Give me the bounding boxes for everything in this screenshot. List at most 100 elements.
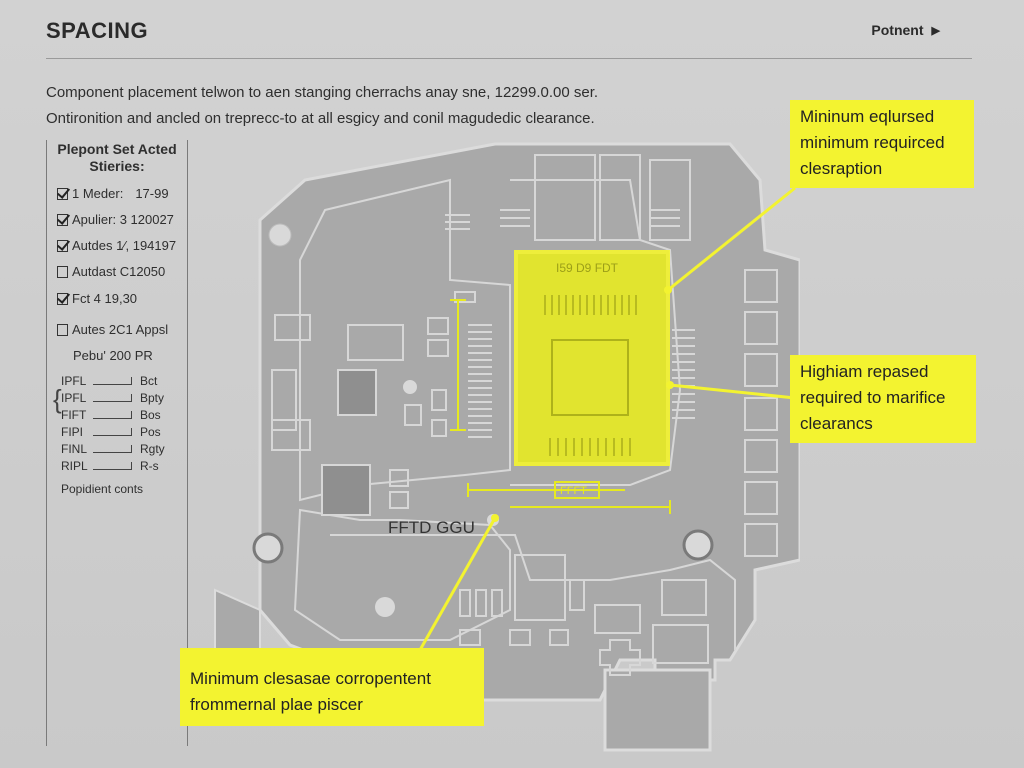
check-item-2[interactable]: Apulier: 3 120027 xyxy=(57,212,174,227)
mounting-hole-icon xyxy=(403,380,417,394)
ref-value: Pos xyxy=(140,424,161,439)
leader-line xyxy=(93,376,132,385)
sidebar-title-line-2: Stieries: xyxy=(89,158,145,174)
description-line-2: Ontironition and ancled on treprecc-to a… xyxy=(46,110,595,127)
ref-name: FIPI xyxy=(61,424,84,439)
page-title: SPACING xyxy=(46,18,149,43)
checkbox-checked-icon[interactable] xyxy=(57,213,68,226)
callout-line: clearancs xyxy=(800,414,873,433)
ref-value: R-s xyxy=(140,458,159,473)
callout-component-clearance: Minimum clesasae corropentent frommernal… xyxy=(180,648,484,726)
callout-line: minimum requirced xyxy=(800,133,945,152)
check-item-6[interactable]: Autes 2C1 Appsl xyxy=(57,322,168,337)
cross-pad xyxy=(599,639,641,676)
list-item: FINL Rgty xyxy=(61,440,181,457)
ref-name: FIFT xyxy=(61,407,87,422)
list-item: RIPL R-s xyxy=(61,457,181,474)
leader-line xyxy=(93,427,132,436)
main-ic-pins xyxy=(544,295,637,456)
dimension-label-box xyxy=(554,481,600,499)
leader-dot xyxy=(666,381,674,389)
check-item-5[interactable]: Fct 4 19,30 xyxy=(57,291,137,306)
checkbox-checked-icon[interactable] xyxy=(57,239,68,252)
trace-outline xyxy=(293,508,511,641)
dimension-label: FFFT xyxy=(560,485,587,497)
description-line-1: Component placement telwon to aen stangi… xyxy=(46,84,599,101)
list-item: IPFL Bpty xyxy=(61,389,181,406)
component-block xyxy=(514,554,566,621)
list-item: IPFL Bct xyxy=(61,372,181,389)
ref-name: RIPL xyxy=(61,458,88,473)
ref-name: IPFL xyxy=(61,390,87,405)
checkbox-unchecked-icon[interactable] xyxy=(57,265,68,278)
mounting-hole-icon xyxy=(375,597,395,617)
component-block xyxy=(652,624,709,664)
leader-line xyxy=(93,461,132,470)
trace-outline xyxy=(510,179,682,486)
check-item-3[interactable]: Autdes 1⁄, 194197 xyxy=(57,238,176,253)
pcb-board-view[interactable]: I59 D9 FDT FFFT FFTD GGU xyxy=(210,140,800,760)
header-divider xyxy=(46,58,972,59)
list-item: FIFT Bos xyxy=(61,406,181,423)
component-block xyxy=(347,324,404,361)
header-block xyxy=(534,154,596,241)
check-item-value: 17-99 xyxy=(135,186,169,201)
callout-line: required to marifice xyxy=(800,388,946,407)
component-block xyxy=(337,369,377,416)
callout-minimum-clearance: Mininum eqlursed minimum requirced clesr… xyxy=(790,100,974,188)
leader-dot xyxy=(664,286,672,294)
checkbox-unchecked-icon[interactable] xyxy=(57,323,68,336)
callout-line: Mininum eqlursed xyxy=(800,107,935,126)
sidebar-sub-label: Pebu' 200 PR xyxy=(73,348,153,363)
brace-icon: { xyxy=(53,384,62,414)
check-item-label: Apulier: 3 120027 xyxy=(72,212,174,227)
check-item-label: 1 Meder: xyxy=(72,186,124,201)
ref-value: Bos xyxy=(140,407,161,422)
sidebar-title-line-1: Plepont Set Acted xyxy=(57,141,177,157)
side-pins xyxy=(672,329,695,419)
component-block xyxy=(594,604,641,634)
header-block xyxy=(649,159,691,241)
reference-list: IPFL Bct IPFL Bpty FIFT Bos FIPI Pos FIN… xyxy=(61,372,181,474)
component-block xyxy=(271,419,311,451)
checkbox-checked-icon[interactable] xyxy=(57,187,68,200)
trace-outline xyxy=(330,534,736,650)
potnent-link[interactable]: Potnent ▶ xyxy=(871,22,940,38)
check-item-1[interactable]: 1 Meder: 17-99 xyxy=(57,186,169,201)
settings-sidebar: Plepont Set Acted Stieries: 1 Meder: 17-… xyxy=(46,140,188,746)
pcb-board-svg: I59 D9 FDT FFFT FFTD GGU xyxy=(214,142,800,752)
ic-pins xyxy=(468,324,492,438)
right-connectors xyxy=(744,269,778,557)
component-block xyxy=(321,464,371,516)
callout-line: clesraption xyxy=(800,159,883,178)
callout-line: frommernal plae piscer xyxy=(190,695,363,714)
mounting-hole-icon xyxy=(252,532,284,564)
sidebar-footer-note: Popidient conts xyxy=(61,482,144,496)
leader-line xyxy=(93,444,132,453)
ref-value: Bpty xyxy=(140,390,165,405)
mounting-hole-icon xyxy=(268,223,292,247)
check-item-label: Autdes 1⁄, 194197 xyxy=(72,238,177,253)
connector-pins xyxy=(445,209,680,230)
chevron-right-icon: ▶ xyxy=(931,24,940,37)
check-item-label: Autdast C12050 xyxy=(72,264,166,279)
header-block xyxy=(599,154,641,241)
callout-line: Highiam repased xyxy=(800,362,929,381)
small-pads xyxy=(459,579,585,646)
component-block xyxy=(271,369,297,431)
list-item: FIPI Pos xyxy=(61,423,181,440)
leader-line xyxy=(93,410,132,419)
leader-dot xyxy=(491,514,499,522)
mounting-hole-icon xyxy=(682,529,714,561)
board-tab-bottom xyxy=(603,668,712,752)
callout-leaders xyxy=(418,186,796,651)
component-block xyxy=(274,314,311,341)
ref-name: FINL xyxy=(61,441,88,456)
callout-required-clearance: Highiam repased required to marifice cle… xyxy=(790,355,976,443)
ref-value: Bct xyxy=(140,373,158,388)
board-label: FFTD GGU xyxy=(388,518,475,537)
potnent-link-label: Potnent xyxy=(871,22,924,38)
checkbox-checked-icon[interactable] xyxy=(57,292,68,305)
check-item-4[interactable]: Autdast C12050 xyxy=(57,264,165,279)
